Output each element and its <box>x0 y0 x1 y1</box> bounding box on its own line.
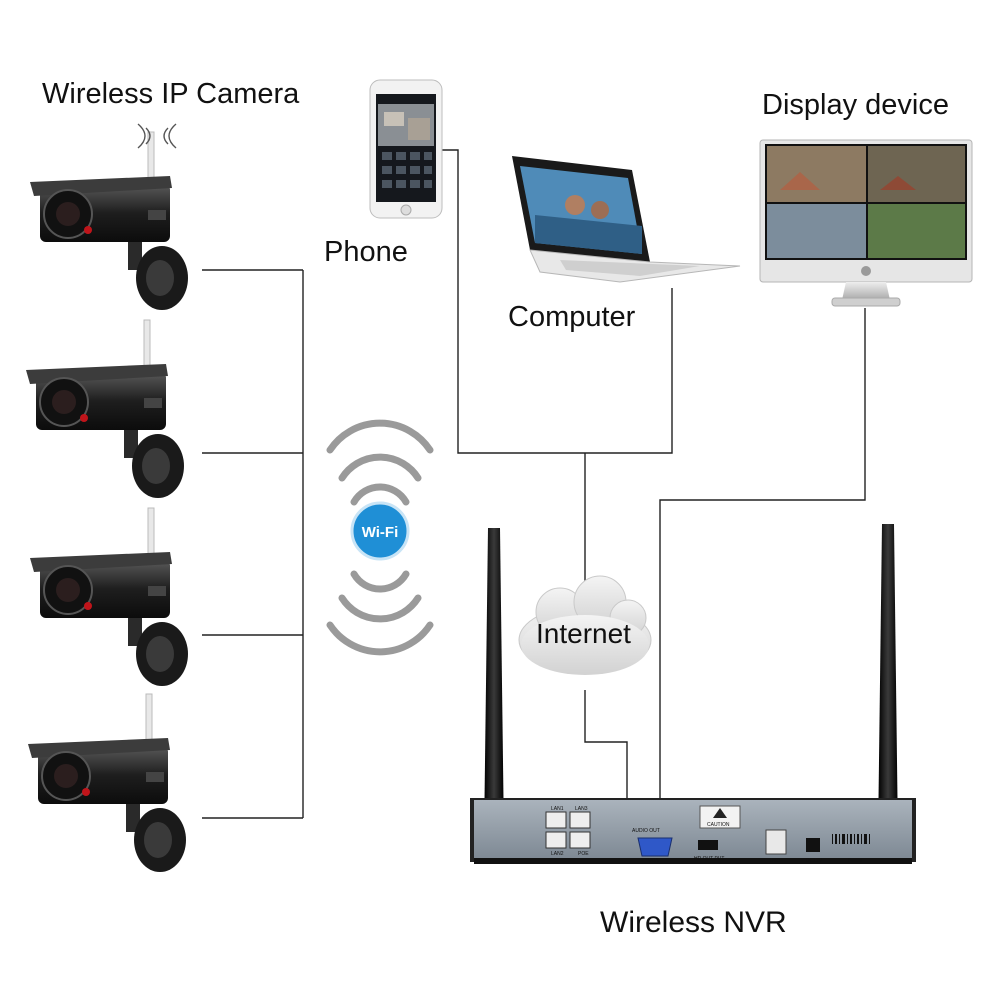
nvr-poe-label: POE <box>578 851 589 857</box>
internet-label: Internet <box>536 618 631 649</box>
nvr-antenna-left <box>484 528 504 840</box>
wifi-waves-icon <box>326 419 434 656</box>
wireless-camera-2 <box>25 319 185 499</box>
nvr-label: Wireless NVR <box>600 906 787 939</box>
display-monitor <box>759 139 973 307</box>
nvr-barcode <box>832 834 870 844</box>
wireless-camera-3 <box>29 507 189 687</box>
nvr-vga-label: VGA <box>648 858 659 864</box>
phone-line <box>440 149 673 454</box>
nvr-dc-label: DC12V <box>806 858 823 864</box>
wifi-badge-icon <box>350 501 410 561</box>
nvr-lan-ports <box>545 811 591 849</box>
nvr-lan2-label: LAN2 <box>551 851 564 857</box>
wireless-camera-1 <box>29 123 189 311</box>
phone-device <box>369 79 443 219</box>
wifi-badge-label: Wi-Fi <box>362 524 399 541</box>
nvr-caution-text: CAUTION <box>707 822 730 828</box>
wireless-nvr-device: LAN1 LAN3 LAN2 POE AUDIO OUT VGA HD OUT … <box>470 524 916 864</box>
wireless-camera-4 <box>27 693 187 873</box>
nvr-hdout-label: HD OUT PUT <box>694 856 724 862</box>
nvr-usb-label: USB <box>770 858 781 864</box>
computer-laptop <box>512 156 741 283</box>
nvr-hdmi-port <box>698 840 718 850</box>
nvr-lan3-label: LAN3 <box>575 806 588 812</box>
connection-lines <box>202 149 866 846</box>
phone-label: Phone <box>324 236 408 268</box>
display-label: Display device <box>762 89 949 121</box>
nvr-lan1-label: LAN1 <box>551 806 564 812</box>
nvr-antenna-right <box>878 524 898 840</box>
internet-cloud-icon <box>518 575 652 675</box>
computer-label: Computer <box>508 301 636 333</box>
nvr-usb-ports <box>765 829 787 855</box>
nvr-vga-port <box>637 837 673 857</box>
display-nvr-line <box>659 308 866 830</box>
camera-label: Wireless IP Camera <box>42 78 300 110</box>
nvr-power-label: Power <box>848 858 863 864</box>
nvr-dc-jack <box>806 838 820 852</box>
nvr-audio-label: AUDIO OUT <box>632 828 660 834</box>
wifi-signal-icon <box>137 123 177 149</box>
